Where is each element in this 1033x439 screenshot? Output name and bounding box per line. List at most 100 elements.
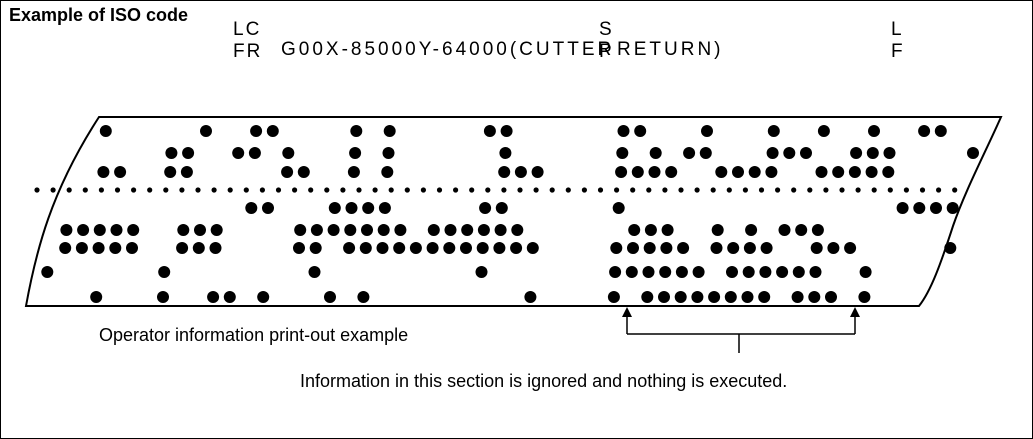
sprocket-hole (308, 187, 314, 193)
sprocket-hole (565, 187, 571, 193)
ignored-section-bracket (622, 307, 860, 353)
sprocket-hole (404, 187, 410, 193)
tape-hole (60, 224, 73, 236)
sprocket-hole (50, 187, 56, 193)
tape-hole (727, 242, 740, 254)
tape-hole (110, 224, 123, 236)
tape-hole (444, 224, 457, 236)
tape-hole (257, 291, 270, 303)
tape-hole (526, 242, 539, 254)
tape-hole (758, 291, 771, 303)
lf-bottom: F (891, 41, 905, 62)
sprocket-hole (823, 187, 829, 193)
sprocket-hole (340, 187, 346, 193)
tape-hole (699, 147, 712, 159)
sp-bottom: P (599, 41, 614, 62)
sprocket-hole (517, 187, 523, 193)
tape-hole (126, 242, 138, 254)
tape-hole (800, 147, 812, 159)
tape-hole (476, 242, 489, 254)
tape-hole (677, 242, 690, 254)
tape-hole (742, 266, 755, 278)
code-main-text: G00X-85000Y-64000(CUTTER (281, 39, 615, 60)
sprocket-hole (501, 187, 507, 193)
tape-hole (795, 224, 808, 236)
tape-hole (327, 224, 340, 236)
tape-hole (209, 242, 222, 254)
sprocket-hole (163, 187, 169, 193)
tape-hole (207, 291, 220, 303)
tape-hole (767, 125, 780, 137)
tape-hole (158, 266, 171, 278)
tape-hole (825, 291, 837, 303)
tape-hole (500, 125, 513, 137)
tape-hole (99, 125, 112, 137)
sprocket-hole (887, 187, 893, 193)
code-tail-text: RETURN) (617, 39, 724, 60)
tape-hole (192, 242, 205, 254)
tape-hole (858, 291, 871, 303)
tape-hole (524, 291, 537, 303)
tape-hole (77, 224, 90, 236)
tape-hole (393, 242, 406, 254)
tape-hole (495, 202, 508, 214)
tape-hole (674, 291, 687, 303)
operator-caption: Operator information print-out example (99, 325, 409, 345)
tape-hole (616, 147, 629, 159)
tape-hole (918, 125, 931, 137)
tape-hole (443, 242, 456, 254)
tape-hole (97, 166, 110, 178)
sprocket-hole (372, 187, 378, 193)
tape-hole (691, 291, 704, 303)
tape-hole (514, 166, 527, 178)
tape-hole (475, 266, 488, 278)
sprocket-hole (807, 187, 813, 193)
tape-hole (648, 166, 661, 178)
tape-hole (827, 242, 840, 254)
lcfr-top: LC (233, 19, 262, 40)
sprocket-hole (791, 187, 797, 193)
tape-hole (660, 242, 673, 254)
tape-hole (378, 202, 391, 214)
tape-hole (610, 242, 623, 254)
tape-hole (692, 266, 705, 278)
tape-hole (93, 224, 106, 236)
tape-hole (944, 242, 957, 254)
sprocket-hole (453, 187, 459, 193)
tape-hole (778, 224, 791, 236)
sprocket-hole (597, 187, 604, 193)
tape-hole (200, 125, 212, 137)
tape-hole (92, 242, 105, 254)
tape-hole (461, 224, 474, 236)
tape-outline (24, 116, 1003, 307)
sprocket-hole (646, 187, 652, 193)
tape-hole (649, 147, 662, 159)
tape-hole (182, 147, 195, 159)
tape-hole (930, 202, 942, 214)
tape-hole (349, 147, 362, 159)
sprocket-hole (66, 187, 72, 193)
sp-top: S (599, 19, 614, 40)
tape-hole (309, 242, 322, 254)
tape-hole (809, 266, 822, 278)
tape-hole (176, 242, 189, 254)
tape-hole (383, 125, 396, 137)
tape-hole (483, 125, 496, 137)
tape-hole (75, 242, 88, 254)
tape-hole (641, 291, 654, 303)
tape-hole (726, 266, 738, 278)
tape-hole (127, 224, 140, 236)
tape-hole (498, 166, 511, 178)
tape-hole (426, 242, 439, 254)
tape-hole (281, 166, 294, 178)
tape-hole (376, 242, 389, 254)
tape-hole (766, 147, 779, 159)
sprocket-hole (710, 187, 716, 193)
tape-hole (808, 291, 821, 303)
tape-hole (266, 125, 279, 137)
tape-hole (732, 166, 744, 178)
sprocket-hole (195, 187, 201, 193)
tape-hole (609, 266, 622, 278)
